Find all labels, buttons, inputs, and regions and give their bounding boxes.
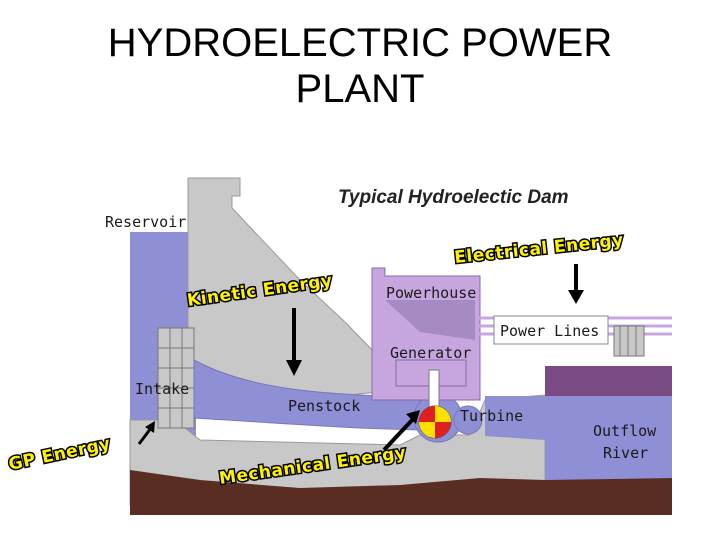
label-powerhouse: Powerhouse bbox=[386, 284, 476, 302]
arrow-electrical bbox=[568, 264, 584, 304]
label-power-lines: Power Lines bbox=[500, 322, 599, 340]
diagram-heading: Typical Hydroelectic Dam bbox=[338, 187, 569, 208]
outflow-water bbox=[485, 396, 672, 480]
slide-title-line2: PLANT bbox=[295, 67, 425, 111]
turbine-shaft bbox=[428, 369, 440, 411]
turbine-wheel bbox=[418, 405, 452, 439]
slide-title: HYDROELECTRIC POWER PLANT bbox=[0, 20, 720, 112]
label-outflow: Outflow bbox=[593, 422, 657, 440]
arrow-gp bbox=[137, 421, 155, 445]
label-reservoir: Reservoir bbox=[105, 213, 186, 231]
power-lines-box bbox=[493, 315, 609, 345]
transformer bbox=[613, 325, 645, 357]
label-turbine: Turbine bbox=[460, 407, 523, 425]
intake-structure bbox=[157, 327, 195, 429]
arrow-mechanical bbox=[382, 410, 420, 452]
label-intake: Intake bbox=[135, 380, 189, 398]
river-bank bbox=[545, 366, 672, 396]
arrow-kinetic bbox=[286, 308, 302, 376]
slide-title-line1: HYDROELECTRIC POWER bbox=[107, 21, 613, 65]
ground-earth bbox=[130, 470, 672, 515]
intake-grate bbox=[158, 328, 194, 428]
turbine-spiral bbox=[453, 405, 483, 435]
powerhouse-roof-shadow bbox=[385, 300, 475, 340]
label-penstock: Penstock bbox=[288, 397, 360, 415]
callout-gp-energy: GP Energy bbox=[7, 434, 113, 475]
label-river: River bbox=[603, 444, 648, 462]
label-generator: Generator bbox=[390, 344, 471, 362]
